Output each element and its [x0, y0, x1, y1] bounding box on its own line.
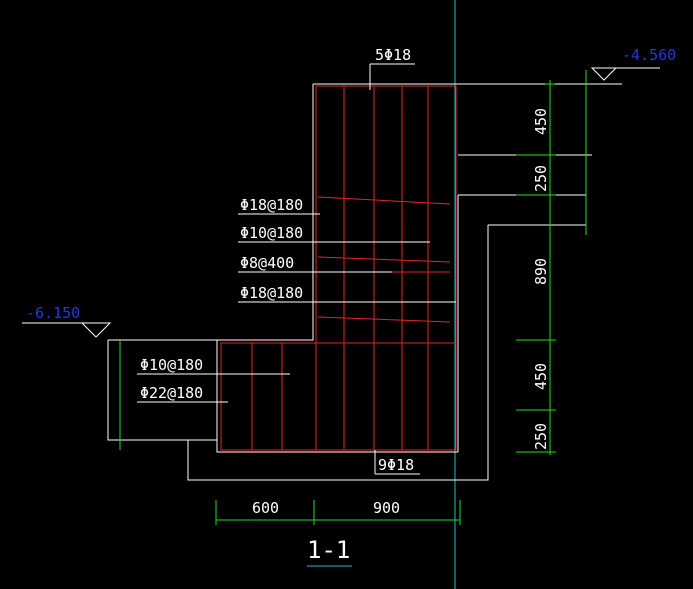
footing-bars — [251, 343, 283, 450]
dim-right-5: 250 — [532, 423, 550, 450]
elevation-symbol-top — [590, 67, 660, 81]
dim-bottom-2: 900 — [373, 499, 400, 517]
rebar-label-right-1: Φ18@180 — [240, 196, 303, 214]
horizontal-bars — [317, 196, 451, 323]
rebar-label-right-4: Φ18@180 — [240, 284, 303, 302]
rebar-cage-upper — [315, 85, 457, 451]
vertical-bars — [343, 86, 429, 450]
dim-right-3: 890 — [532, 258, 550, 285]
dim-right-2: 250 — [532, 165, 550, 192]
rebar-label-left-1: Φ10@180 — [140, 356, 203, 374]
elevation-top-label: -4.560 — [622, 46, 676, 64]
elevation-left-label: -6.150 — [26, 304, 80, 322]
rebar-label-top: 5Φ18 — [375, 46, 411, 64]
section-title: 1-1 — [307, 536, 350, 564]
rebar-label-right-2: Φ10@180 — [240, 224, 303, 242]
rebar-label-right-3: Φ8@400 — [240, 254, 294, 272]
dim-right-1: 450 — [532, 108, 550, 135]
section-outline — [108, 84, 314, 341]
dim-bottom-1: 600 — [252, 499, 279, 517]
rebar-cage-lower — [220, 342, 457, 451]
rebar-label-left-2: Φ22@180 — [140, 384, 203, 402]
dimension-lines — [119, 70, 587, 525]
leader-lines — [137, 63, 456, 475]
dim-right-4: 450 — [532, 363, 550, 390]
rebar-label-bottom: 9Φ18 — [378, 456, 414, 474]
elevation-symbol-left — [22, 322, 112, 338]
left-step — [107, 340, 188, 441]
